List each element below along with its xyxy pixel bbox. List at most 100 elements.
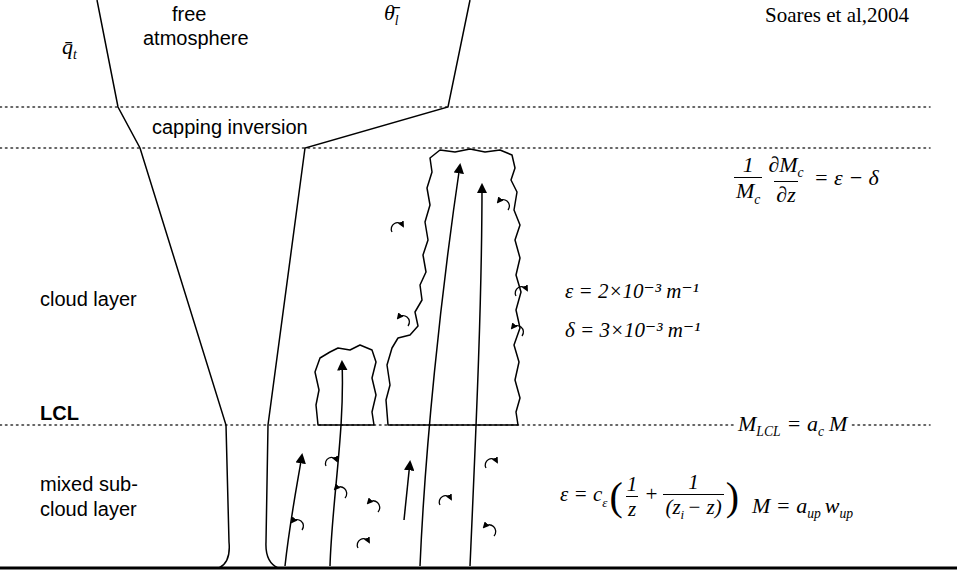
text-group: δ = 3×10⁻³ m⁻¹ [565, 318, 700, 343]
text-slot: θ̄ [384, 0, 395, 25]
denominator: Mc [734, 177, 762, 207]
updraft-arrow [285, 455, 302, 566]
equation-term: 1 [627, 472, 638, 496]
eddy-arrow [515, 287, 527, 296]
fraction: 1Mc [734, 152, 762, 207]
denominator: (zi− z) [663, 494, 723, 523]
small-cloud [315, 345, 376, 425]
equation-term: z [628, 497, 636, 521]
numerator: 1 [686, 470, 701, 494]
denominator: ∂z [774, 181, 797, 207]
text-slot: c [798, 165, 804, 180]
layer-name: mixed sub-cloud layer [40, 473, 138, 520]
equation-term: ε = c [560, 482, 602, 506]
text-slot: 1 [743, 152, 754, 177]
equation-subscript: c [818, 424, 824, 439]
text-slot: w [825, 493, 840, 518]
eddy-arrow [512, 326, 523, 336]
text-slot: t [73, 47, 77, 62]
text-slot: ∂M [768, 152, 797, 177]
citation: Soares et al,2004 [765, 3, 909, 27]
text-slot: c [754, 192, 760, 207]
text-slot: M [736, 178, 754, 203]
equation-bracket: ( [609, 474, 622, 519]
eddy-arrow [485, 459, 497, 468]
eddy-arrow [325, 457, 337, 466]
equation-term: 1 [688, 470, 699, 494]
text-group: mixed sub-cloud layer [40, 472, 181, 522]
text-slot: up [807, 506, 821, 521]
text-slot: − z) [687, 495, 722, 519]
text-group: MLCL= acM [735, 411, 850, 441]
text-slot: (z [665, 495, 680, 519]
deep-cloud [386, 149, 521, 425]
equation-term: − z) [687, 495, 722, 519]
text-slot: ( [609, 474, 622, 519]
text-slot: M = a [752, 493, 807, 518]
text-slot: = ε − δ [814, 165, 879, 190]
text-slot: free [172, 3, 206, 25]
equation-subscript: up [807, 506, 821, 521]
text-slot: ε [602, 495, 607, 510]
text-group: ε = cε(1z+1(zi− z)) [560, 470, 739, 523]
updraft-arrow [330, 362, 342, 566]
text-group: cloud layer [40, 287, 137, 311]
text-slot: M [829, 411, 847, 436]
layer-name: cloud layer [40, 288, 137, 310]
text-slot: ε = 2×10⁻³ m⁻¹ [565, 279, 699, 303]
text-slot: q̄ [62, 34, 73, 59]
equation-subscript: up [839, 506, 853, 521]
profile-symbol: q̄ [62, 34, 73, 59]
text-slot: cloud layer [40, 288, 137, 310]
text-group: M = aupwup [752, 493, 853, 523]
numerator: 1 [625, 472, 640, 496]
text-slot: = a [787, 411, 818, 436]
denominator: z [626, 496, 638, 521]
equation-term: M [738, 411, 756, 436]
equation-subscript: LCL [756, 424, 780, 439]
eddy-arrow [439, 496, 451, 505]
fraction: ∂Mc∂z [766, 152, 805, 207]
equation-subscript: ε [602, 495, 607, 510]
equation-term: M = a [752, 493, 807, 518]
text-group: q̄t [62, 34, 77, 64]
equation-term: ∂M [768, 152, 797, 177]
equation-term: + [644, 482, 658, 506]
text-slot: ∂z [776, 182, 795, 207]
text-group: ε = 2×10⁻³ m⁻¹ [565, 279, 699, 304]
text-slot: up [839, 506, 853, 521]
equation-term: = a [787, 411, 818, 436]
layer-name: capping inversion [152, 116, 308, 138]
text-slot: δ = 3×10⁻³ m⁻¹ [565, 318, 700, 342]
eddy-arrow [292, 520, 303, 530]
text-group: 1Mc∂Mc∂z= ε − δ [732, 152, 879, 207]
ground-line [0, 567, 957, 570]
profile-symbol: θ̄ [384, 0, 395, 25]
text-slot: i [681, 507, 685, 522]
text-slot: LCL [40, 402, 79, 424]
equation-subscript: c [754, 192, 760, 207]
fraction: 1(zi− z) [663, 470, 723, 523]
level-name: LCL [40, 402, 79, 424]
eddy-arrow [484, 525, 496, 536]
equation-subscript: i [681, 507, 685, 522]
updraft-arrow [404, 462, 410, 520]
equation-term: M [829, 411, 847, 436]
text-slot: mixed sub-cloud layer [40, 473, 138, 520]
profile-subscript: l [395, 13, 399, 28]
text-slot: capping inversion [152, 116, 308, 138]
equation-subscript: c [798, 165, 804, 180]
text-slot: + [644, 482, 658, 506]
text-slot: M [738, 411, 756, 436]
eddy-arrow [391, 223, 403, 232]
profile-subscript: t [73, 47, 77, 62]
eddy-arrow [498, 200, 509, 210]
layer-name: free [172, 3, 206, 25]
updraft-arrow [420, 165, 460, 566]
equation-term: (z [665, 495, 680, 519]
eddy-arrow [398, 316, 409, 326]
numerator: ∂Mc [766, 152, 805, 181]
text-group: θ̄l [384, 0, 399, 30]
equation-value: ε = 2×10⁻³ m⁻¹ [565, 279, 699, 303]
